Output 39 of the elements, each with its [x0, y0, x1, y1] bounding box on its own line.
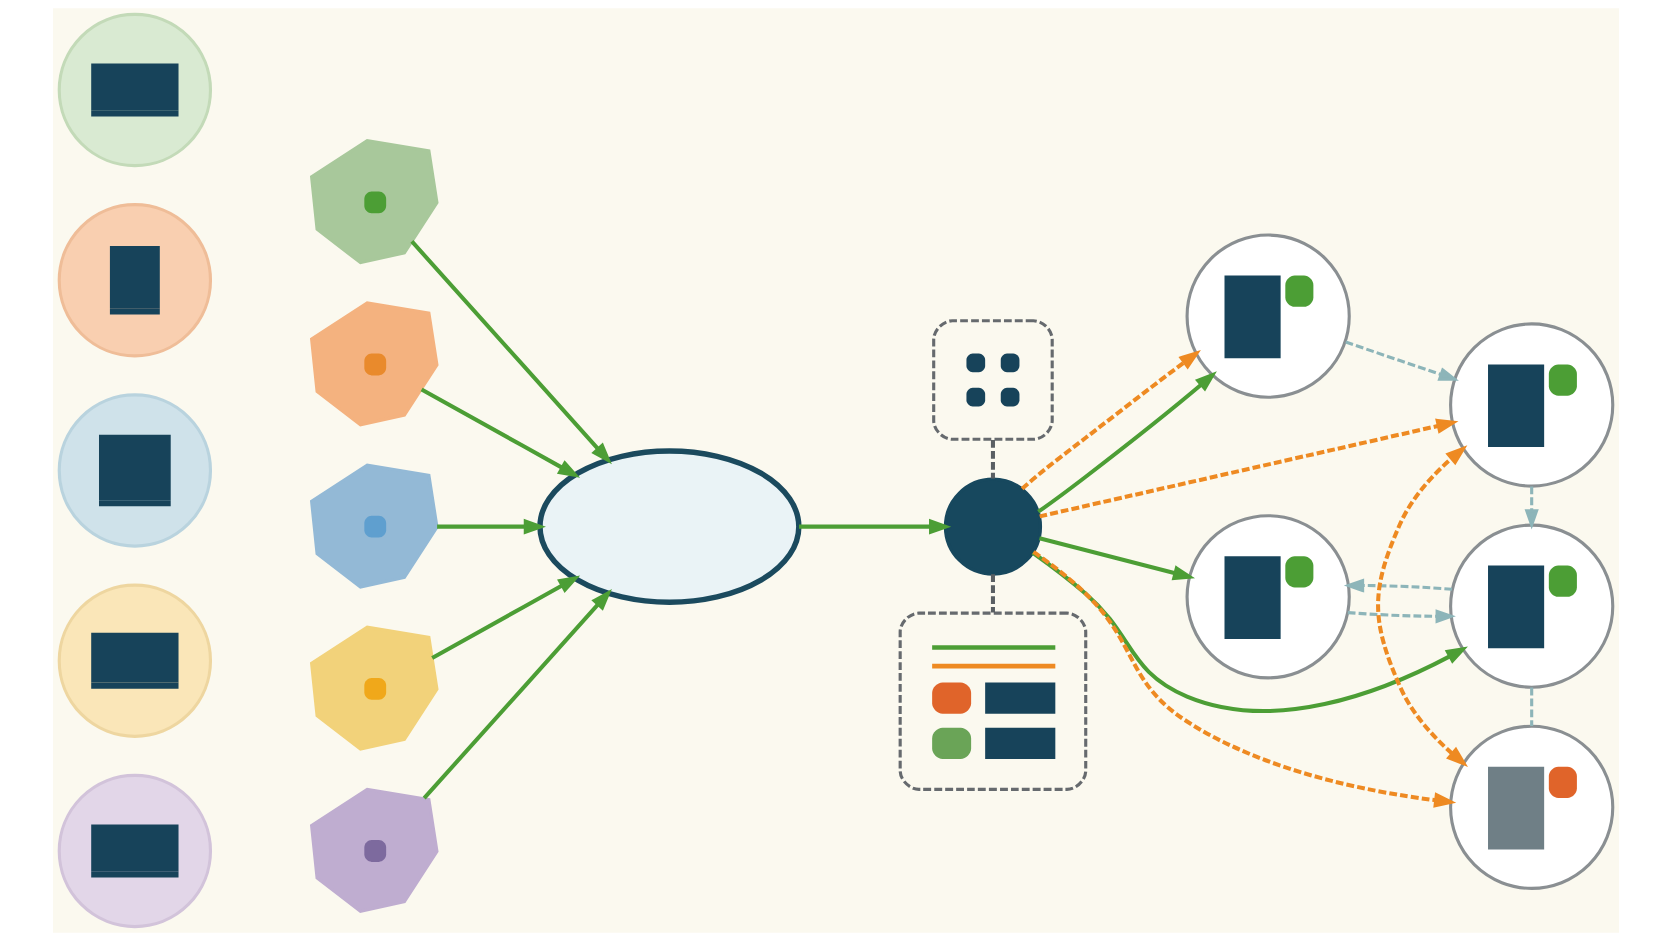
- node-circle: [57, 583, 213, 738]
- arrow: [1376, 445, 1468, 767]
- node-picture: [309, 787, 439, 913]
- arrow: [1038, 536, 1196, 581]
- node-circle: [57, 12, 213, 168]
- arrow: [437, 518, 546, 535]
- node-circle: [1185, 514, 1351, 680]
- node-box: [898, 611, 1088, 791]
- connector: [990, 440, 995, 479]
- node-box: [932, 319, 1054, 441]
- arrow: [410, 240, 612, 465]
- arrow: [1343, 578, 1453, 593]
- arrow: [422, 588, 612, 800]
- node-circle: [1449, 523, 1615, 689]
- node-circle: [943, 477, 1043, 576]
- node-picture: [309, 463, 439, 589]
- node-circle: [57, 203, 213, 358]
- arrow: [1347, 609, 1456, 624]
- arrow: [1031, 551, 1468, 713]
- node-circle: [1449, 322, 1615, 488]
- node-picture: [309, 625, 439, 751]
- node-circle: [57, 773, 213, 929]
- node-circle: [1185, 233, 1351, 399]
- arrow: [1037, 371, 1217, 514]
- arrow: [1032, 550, 1457, 808]
- arrow: [1020, 350, 1201, 491]
- node-circle: [57, 393, 213, 548]
- node-picture: [309, 139, 439, 265]
- connector: [990, 574, 995, 613]
- arrow: [420, 387, 581, 478]
- arrow: [1524, 486, 1539, 530]
- arrow: [1345, 340, 1459, 381]
- connector: [1530, 687, 1534, 726]
- arrow: [1039, 418, 1459, 519]
- node-picture: [309, 301, 439, 427]
- node-circle: [1449, 724, 1615, 890]
- node-cloud: [537, 448, 802, 605]
- arrow: [799, 518, 952, 535]
- arrow: [431, 575, 581, 660]
